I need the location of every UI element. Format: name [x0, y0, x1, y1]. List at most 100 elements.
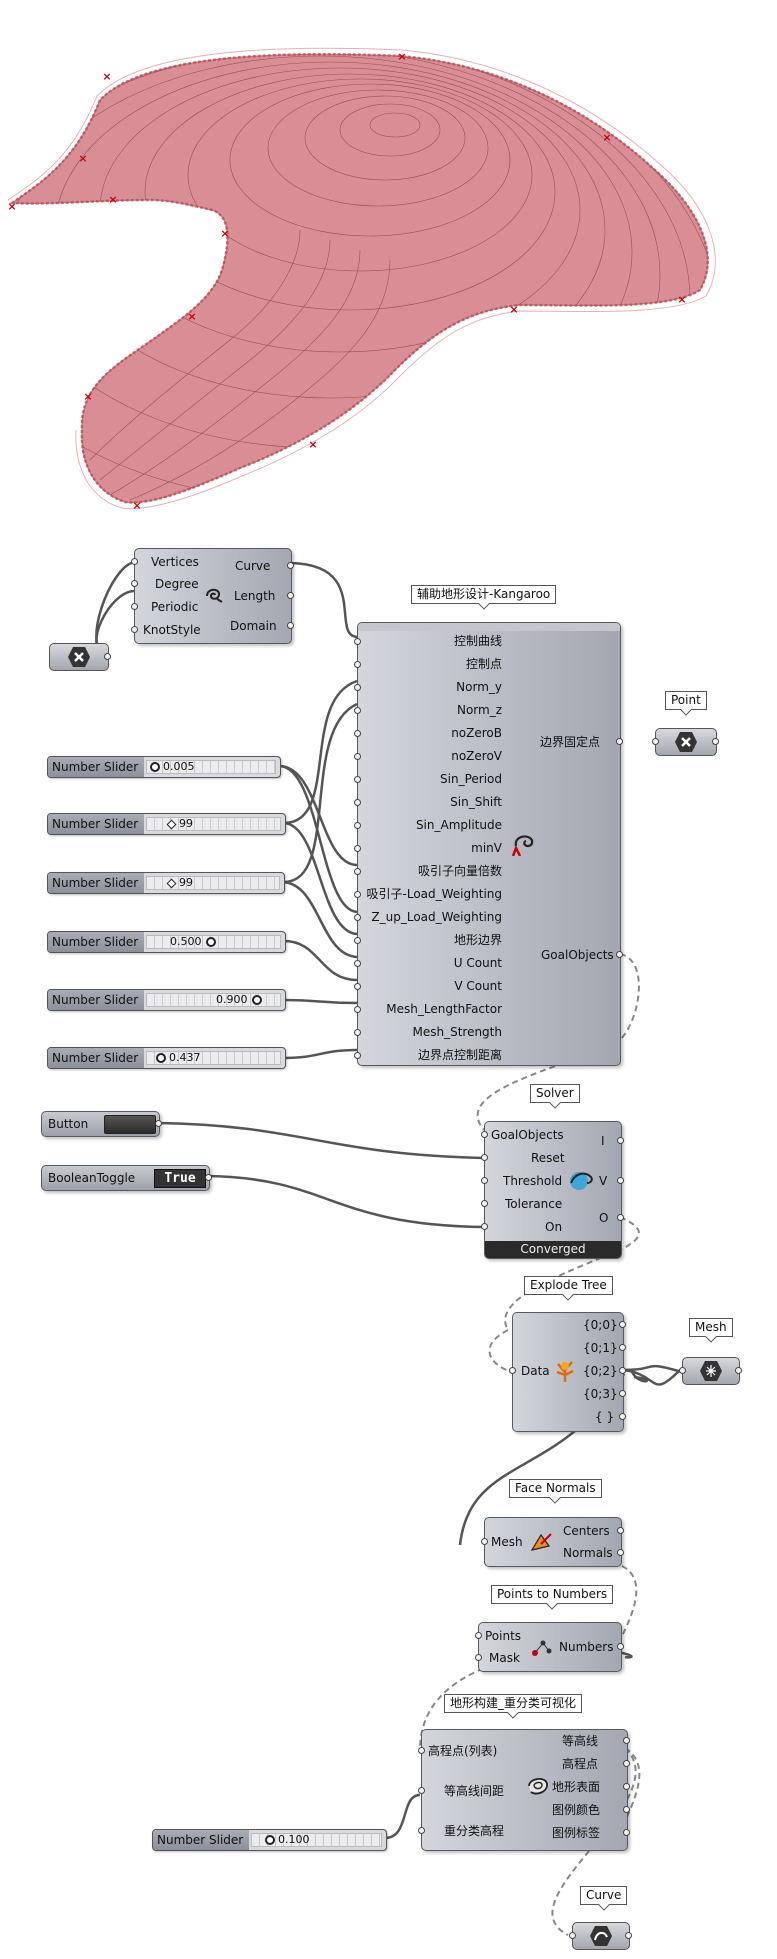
- kg-input-17: Mesh_Strength: [412, 1025, 502, 1039]
- slider-bottom-track[interactable]: [251, 1833, 382, 1847]
- slider-3-track[interactable]: [146, 876, 280, 890]
- solver-status-bar: Converged: [485, 1241, 621, 1258]
- number-slider-4[interactable]: Number Slider 0.500: [47, 931, 286, 953]
- kg-input-16: Mesh_LengthFactor: [386, 1002, 502, 1016]
- explode-output-1: {0;1}: [583, 1341, 618, 1355]
- kangaroo-cluster-node[interactable]: 控制曲线 控制点 Norm_y Norm_z noZeroB noZeroV S…: [354, 622, 623, 1066]
- kg-input-18: 边界点控制距离: [417, 1048, 502, 1062]
- curve-param-icon: [206, 588, 223, 603]
- kg-input-15: V Count: [454, 979, 502, 993]
- curve-input-periodic: Periodic: [151, 600, 199, 614]
- svg-text:×: ×: [78, 152, 87, 165]
- terrain-output-0: 等高线: [562, 1734, 599, 1748]
- solver-output-o: O: [599, 1211, 609, 1225]
- kg-input-11: 吸引子-Load_Weighting: [366, 887, 502, 901]
- number-slider-6[interactable]: Number Slider 0.437: [47, 1047, 286, 1069]
- button-label: Button: [48, 1117, 89, 1131]
- curve-tag: Curve: [580, 1886, 628, 1905]
- slider-2-value: 99: [179, 817, 193, 830]
- number-slider-bottom[interactable]: Number Slider 0.100: [152, 1829, 387, 1851]
- svg-text:×: ×: [397, 50, 406, 63]
- boolean-toggle-node[interactable]: BooleanToggle True: [41, 1165, 212, 1191]
- point-param-node[interactable]: [652, 728, 719, 756]
- kangaroo-title-tag: 辅助地形设计-Kangaroo: [411, 585, 557, 604]
- normals-icon: [530, 1533, 552, 1551]
- kg-input-4: noZeroB: [451, 726, 502, 740]
- number-slider-5[interactable]: Number Slider 0.900: [47, 989, 286, 1011]
- solver-status: Converged: [520, 1242, 586, 1256]
- mesh-tag: Mesh: [689, 1318, 733, 1337]
- slider-3-name: Number Slider: [48, 873, 144, 893]
- slider-5-track[interactable]: [146, 993, 281, 1007]
- curve-output-length: Length: [234, 589, 276, 603]
- explode-output-4: { }: [595, 1410, 615, 1424]
- curve-output-domain: Domain: [230, 619, 277, 633]
- solver-input-tolerance: Tolerance: [505, 1197, 563, 1211]
- svg-text:×: ×: [187, 310, 196, 323]
- mesh-hex-icon: [700, 1361, 722, 1381]
- curve-param-node[interactable]: [569, 1922, 632, 1950]
- number-slider-1[interactable]: Number Slider 0.005: [47, 756, 281, 778]
- kg-input-6: Sin_Period: [440, 772, 502, 786]
- svg-text:×: ×: [602, 131, 611, 144]
- explode-tree-node[interactable]: Data {0;0} {0;1} {0;2} {0;3} { }: [509, 1312, 626, 1432]
- solver-node[interactable]: GoalObjects Reset Threshold Tolerance On…: [481, 1121, 624, 1259]
- slider-2-track[interactable]: [146, 817, 281, 831]
- ptn-input-mask: Mask: [489, 1651, 520, 1665]
- button-press-area[interactable]: [104, 1115, 156, 1134]
- slider-2-name: Number Slider: [48, 814, 144, 834]
- kangaroo-icon: [511, 835, 534, 856]
- fn-output-centers: Centers: [563, 1524, 610, 1538]
- slider-1-value: 0.005: [163, 760, 195, 773]
- fn-output-normals: Normals: [563, 1546, 613, 1560]
- mesh-param-node[interactable]: [679, 1357, 742, 1385]
- explode-output-3: {0;3}: [583, 1387, 618, 1401]
- terrain-icon: [528, 1778, 548, 1795]
- terrain-output-4: 图例标签: [552, 1826, 601, 1840]
- curve-input-knotstyle: KnotStyle: [143, 623, 201, 637]
- slider-4-value: 0.500: [170, 935, 202, 948]
- points-to-numbers-node[interactable]: Points Mask Numbers: [475, 1622, 624, 1672]
- kg-input-3: Norm_z: [456, 703, 502, 717]
- ptn-output-numbers: Numbers: [559, 1640, 614, 1654]
- solver-input-goalobjects: GoalObjects: [491, 1128, 564, 1142]
- terrain-output-3: 图例颜色: [552, 1803, 601, 1817]
- kangaroo-input-list: 控制曲线 控制点 Norm_y Norm_z noZeroB noZeroV S…: [367, 634, 502, 1071]
- solver-input-reset: Reset: [531, 1151, 565, 1165]
- interpolate-curve-node[interactable]: Vertices Degree Periodic KnotStyle Curve…: [131, 548, 294, 644]
- toggle-value-box[interactable]: True: [154, 1169, 206, 1188]
- slider-1-track[interactable]: [146, 760, 276, 774]
- curve-output-curve: Curve: [235, 559, 271, 573]
- slider-6-name: Number Slider: [48, 1048, 144, 1068]
- kg-input-13: 地形边界: [453, 933, 502, 947]
- fn-input-mesh: Mesh: [491, 1535, 523, 1549]
- terrain-input-1: 等高线间距: [444, 1784, 505, 1798]
- svg-text:×: ×: [509, 303, 518, 316]
- svg-text:×: ×: [108, 193, 117, 206]
- kg-input-7: Sin_Shift: [450, 795, 502, 809]
- slider-3-value: 99: [179, 876, 193, 889]
- terrain-output-2: 地形表面: [552, 1780, 601, 1794]
- toggle-value: True: [164, 1171, 196, 1186]
- slider-6-track[interactable]: [146, 1051, 281, 1065]
- svg-text:×: ×: [7, 200, 16, 213]
- terrain-input-2: 重分类高程: [444, 1824, 505, 1838]
- slider-bottom-value: 0.100: [278, 1833, 310, 1846]
- number-slider-3[interactable]: Number Slider 99: [47, 872, 285, 894]
- svg-text:×: ×: [677, 293, 686, 306]
- svg-text:×: ×: [308, 438, 317, 451]
- slider-bottom-name: Number Slider: [153, 1830, 249, 1850]
- terrain-build-node[interactable]: 高程点(列表) 等高线间距 重分类高程 等高线 高程点 地形表面 图例颜色 图例…: [418, 1729, 630, 1851]
- number-slider-2[interactable]: Number Slider 99: [47, 813, 286, 835]
- svg-text:×: ×: [220, 227, 229, 240]
- point-param-node-left[interactable]: [49, 643, 111, 671]
- button-node[interactable]: Button: [41, 1111, 162, 1137]
- explode-output-0: {0;0}: [583, 1318, 618, 1332]
- solver-input-threshold: Threshold: [503, 1174, 563, 1188]
- terrain-title-tag: 地形构建_重分类可视化: [444, 1694, 583, 1713]
- curve-hex-icon: [590, 1926, 612, 1946]
- point-hex-icon: [675, 732, 697, 752]
- face-normals-node[interactable]: Mesh Centers Normals: [481, 1517, 624, 1567]
- kg-input-10: 吸引子向量倍数: [417, 864, 502, 878]
- toggle-label: BooleanToggle: [48, 1171, 136, 1185]
